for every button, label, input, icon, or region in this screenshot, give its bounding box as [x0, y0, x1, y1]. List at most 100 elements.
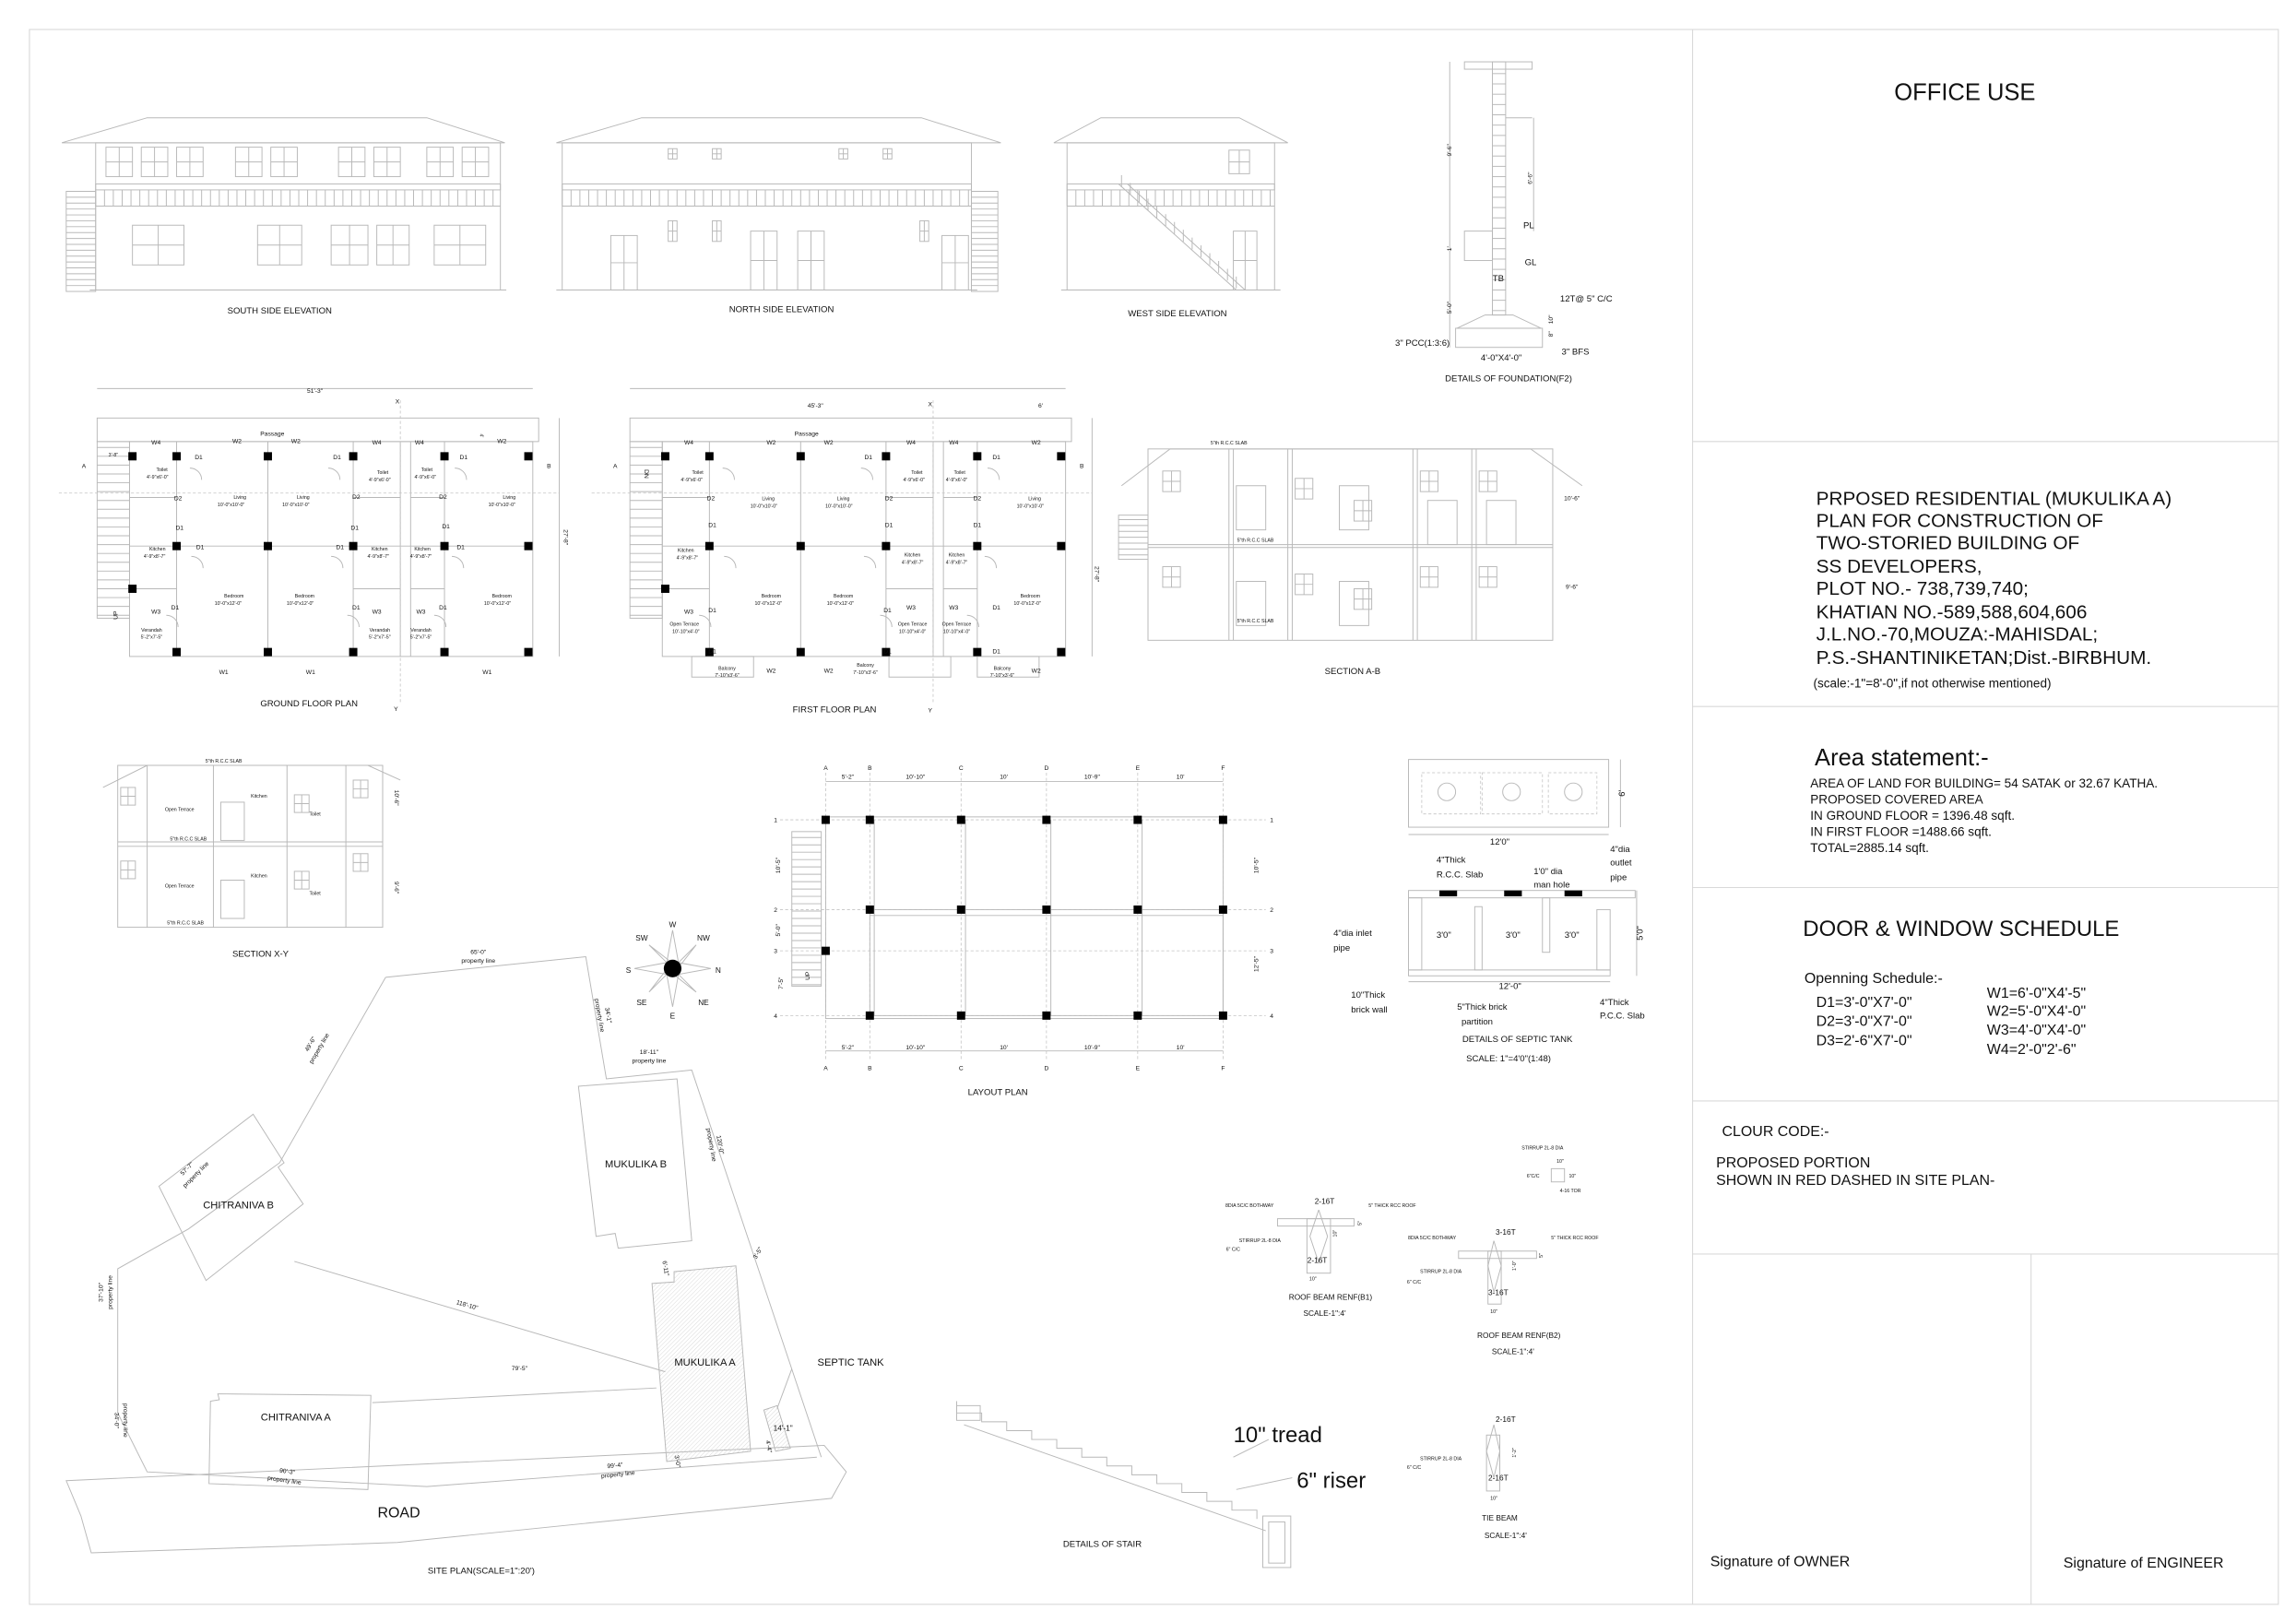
section-xy-title: SECTION X-Y — [232, 950, 290, 960]
room-label: 4'-9"x6'-0" — [369, 478, 391, 483]
dim-label: 79'-5" — [512, 1366, 528, 1372]
column-mark — [524, 647, 533, 657]
column-mark — [172, 452, 182, 461]
column-mark — [349, 647, 358, 657]
room-label: Kitchen — [251, 794, 267, 799]
room-label: Bedroom — [224, 594, 244, 599]
column-mark — [1218, 815, 1227, 824]
dim-label: 9'-6" — [1447, 144, 1453, 157]
column-mark — [865, 815, 874, 824]
dim-label: 5'-2" — [842, 1045, 855, 1051]
column-mark — [956, 815, 965, 824]
property-line-label: property line — [593, 998, 605, 1033]
room-label: Balcony — [857, 663, 874, 669]
dim-label: 12'0" — [1490, 837, 1509, 847]
b1-title: ROOF BEAM RENF(B1) — [1289, 1292, 1373, 1301]
room-label: 5"th R.C.C SLAB — [206, 759, 243, 764]
room-label: D2 — [974, 496, 982, 503]
foundation-detail: 9'-6" 6'-6" PL GL 1' TB 5'-0" 12T@ 5" C/… — [1395, 61, 1613, 384]
dim-label: 5" — [1539, 1253, 1544, 1258]
room-label: Kitchen — [149, 547, 166, 552]
office-use-title: OFFICE USE — [1894, 80, 2035, 106]
roof-label: 5" THICK RCC ROOF — [1551, 1236, 1598, 1241]
column-mark — [704, 452, 714, 461]
room-label: D1 — [708, 522, 716, 528]
stirrup-label: STIRRUP 2L-8 DIA — [1521, 1146, 1564, 1152]
building-mukulika-b — [577, 1078, 692, 1249]
room-label: 10'-0"x10'-0" — [218, 503, 245, 508]
room-label: W3 — [151, 610, 160, 616]
stair-up-label: UP — [805, 971, 811, 980]
compass-point: N — [716, 965, 721, 975]
room-label: D1 — [883, 649, 892, 656]
column-mark — [1042, 815, 1051, 824]
pcc-label: 4"Thick — [1600, 998, 1629, 1008]
room-label: 5'-2"x7'-5" — [410, 635, 432, 641]
room-label: A — [613, 464, 618, 470]
compass-point: S — [626, 965, 632, 975]
area-line: IN FIRST FLOOR =1488.66 sqft. — [1810, 825, 1992, 839]
b2-title: ROOF BEAM RENF(B2) — [1477, 1331, 1561, 1340]
title-line: SS DEVELOPERS, — [1817, 556, 1982, 577]
room-label: Kitchen — [372, 547, 388, 552]
site-plan: MUKULIKA B MUKULIKA A CHITRANIVA B CHITR… — [65, 949, 885, 1576]
stair-detail-title: DETAILS OF STAIR — [1063, 1540, 1142, 1550]
building-label: CHITRANIVA A — [261, 1412, 332, 1423]
room-label: 4'-9"x8'-7" — [902, 560, 924, 565]
room-label: 4'-9"x8'-7" — [367, 554, 389, 560]
dim-label: 6' — [1617, 790, 1627, 797]
room-label: Open Terrace — [165, 884, 195, 890]
room-label: Bedroom — [295, 594, 315, 599]
top-rebar-label: 3-16T — [1496, 1227, 1516, 1237]
spacing-label: 6"C/C — [1527, 1174, 1540, 1179]
grid-label: D — [1044, 1065, 1048, 1071]
room-label: Bedroom — [834, 594, 854, 599]
column-mark — [172, 647, 182, 657]
column-mark — [440, 541, 449, 551]
road-label: ROAD — [378, 1506, 420, 1521]
grid-label: E — [1136, 1065, 1141, 1071]
septic-tank-label: SEPTIC TANK — [818, 1357, 885, 1368]
compass-point: W — [669, 920, 677, 929]
room-label: 4' — [478, 434, 483, 438]
grid-label: B — [868, 1065, 872, 1071]
room-label: D1 — [864, 455, 872, 461]
column-mark — [349, 541, 358, 551]
north-elevation — [556, 117, 1001, 292]
room-label: Living — [762, 497, 775, 503]
room-label: Y — [929, 708, 933, 715]
room-label: D1 — [333, 455, 341, 461]
column-mark — [1057, 452, 1066, 461]
slab-rebar-label: 8DIA 5C/C BOTHWAY — [1408, 1236, 1457, 1241]
dim-label: 5" — [1357, 1221, 1363, 1225]
column-mark — [796, 647, 805, 657]
spacing-label: 6" C/C — [1226, 1248, 1240, 1253]
column-mark — [1057, 541, 1066, 551]
sheet-frame — [29, 29, 2279, 1605]
dim-label: 3'-5" — [752, 1246, 764, 1261]
property-line-label: 34'-0" — [113, 1413, 120, 1429]
room-label: Kitchen — [905, 552, 921, 558]
room-label: 9'-6" — [393, 882, 399, 894]
room-label: D1 — [992, 605, 1000, 611]
manhole-label: 1'0" dia — [1533, 867, 1563, 877]
room-label: Y — [394, 706, 398, 713]
signature-block: Signature of OWNER Signature of ENGINEER — [1710, 1554, 2224, 1571]
grid-label: 2 — [1270, 907, 1273, 914]
column-mark — [264, 541, 272, 551]
room-label: A — [82, 464, 87, 470]
manhole-mark — [1564, 890, 1582, 897]
property-line-label: 99'-4" — [607, 1462, 623, 1470]
column-mark — [264, 647, 272, 657]
room-label: D2 — [885, 496, 894, 503]
colour-code-line: PROPOSED PORTION — [1716, 1155, 1870, 1171]
90: 9'-6" — [1566, 584, 1579, 590]
dim-label: 10'-10" — [905, 1045, 925, 1051]
room-label: W2 — [824, 668, 834, 674]
b1-scale: SCALE-1":4' — [1304, 1308, 1346, 1318]
column-mark — [882, 452, 891, 461]
dim-label: 3'0" — [1437, 930, 1451, 941]
room-label: Open Terrace — [898, 622, 928, 627]
room-label: 10'-0"x10'-0" — [825, 504, 853, 510]
